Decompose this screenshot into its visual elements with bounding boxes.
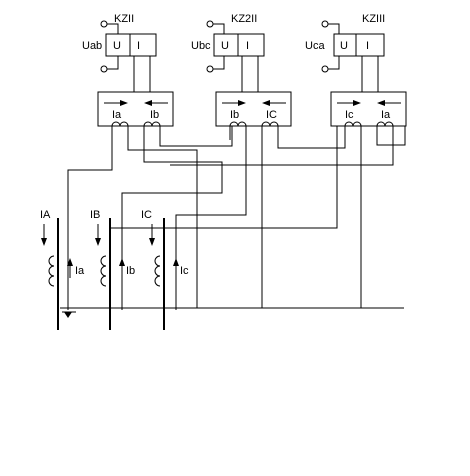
arrow-down-icon — [95, 238, 101, 246]
winding-label: IC — [266, 109, 277, 121]
relay-name: KZII — [114, 13, 134, 25]
ct-coil — [100, 255, 107, 287]
voltage-lead — [107, 56, 119, 70]
voltage-label: Ubc — [191, 40, 211, 52]
winding-coil — [376, 121, 394, 127]
ct-phase-a: IA Ia — [40, 209, 85, 330]
u-coil-label: U — [113, 40, 121, 52]
transformer-box — [215, 91, 292, 127]
i-coil-label: I — [137, 40, 140, 52]
voltage-lead — [213, 23, 225, 34]
voltage-lead — [328, 23, 340, 34]
ground-icon — [64, 312, 72, 318]
relay-kzii: KZII Uab U I — [82, 13, 157, 92]
wire-phase-a — [67, 126, 113, 310]
transformer-box — [330, 91, 407, 127]
winding-coil — [261, 121, 279, 127]
relay-box — [333, 33, 385, 57]
terminal — [206, 65, 214, 73]
i-coil-label: I — [366, 40, 369, 52]
secondary-current-label: Ia — [75, 265, 85, 277]
relay-kz2ii: KZ2II Ubc U I — [191, 13, 265, 92]
arrow-left-icon — [377, 100, 385, 106]
arrow-up-icon — [173, 258, 179, 266]
u-coil-label: U — [221, 40, 229, 52]
wire-neutral — [127, 126, 198, 308]
wire-link — [170, 126, 394, 166]
primary-current-label: IA — [40, 209, 51, 221]
wire-phase-c — [175, 126, 247, 310]
terminal — [100, 65, 108, 73]
transformer-block-2: Ib IC — [215, 91, 292, 127]
wire-link — [277, 126, 346, 149]
terminal — [206, 20, 214, 28]
arrow-right-icon — [238, 100, 246, 106]
relay-box — [213, 33, 265, 57]
relay-name: KZIII — [362, 13, 385, 25]
interconnect-wiring — [60, 126, 406, 310]
primary-current-label: IB — [90, 209, 100, 221]
arrow-up-icon — [67, 258, 73, 266]
arrow-left-icon — [262, 100, 270, 106]
wire-link — [376, 126, 406, 146]
arrow-up-icon — [119, 258, 125, 266]
relay-kziii: KZIII Uca U I — [305, 13, 385, 92]
winding-coil — [143, 121, 161, 127]
winding-label: Ib — [150, 109, 159, 121]
winding-coil — [111, 121, 129, 127]
voltage-label: Uab — [82, 40, 102, 52]
arrow-right-icon — [120, 100, 128, 106]
transformer-box — [97, 91, 174, 127]
wire-phase-b — [121, 126, 223, 310]
secondary-current-label: Ib — [126, 265, 135, 277]
transformer-block-3: Ic Ia — [330, 91, 407, 127]
terminal — [321, 65, 329, 73]
winding-coil — [229, 121, 247, 127]
transformer-block-1: Ia Ib — [97, 91, 174, 127]
winding-label: Ia — [381, 109, 391, 121]
voltage-lead — [107, 23, 119, 34]
winding-label: Ib — [230, 109, 239, 121]
arrow-down-icon — [149, 238, 155, 246]
voltage-label: Uca — [305, 40, 325, 52]
terminal — [321, 20, 329, 28]
winding-label: Ic — [345, 109, 354, 121]
winding-coil — [344, 121, 362, 127]
arrow-down-icon — [41, 238, 47, 246]
ct-coil — [154, 255, 161, 287]
u-coil-label: U — [340, 40, 348, 52]
ct-phase-c: IC Ic — [141, 209, 189, 330]
arrow-left-icon — [144, 100, 152, 106]
terminal — [100, 20, 108, 28]
winding-label: Ia — [112, 109, 122, 121]
ct-coil — [48, 255, 55, 287]
ct-phase-b: IB Ib — [90, 209, 135, 330]
arrow-right-icon — [353, 100, 361, 106]
voltage-lead — [213, 56, 225, 70]
relay-box — [105, 33, 157, 57]
i-coil-label: I — [246, 40, 249, 52]
secondary-current-label: Ic — [180, 265, 189, 277]
primary-current-label: IC — [141, 209, 152, 221]
relay-name: KZ2II — [231, 13, 257, 25]
voltage-lead — [328, 56, 340, 70]
wire-link — [159, 126, 233, 147]
